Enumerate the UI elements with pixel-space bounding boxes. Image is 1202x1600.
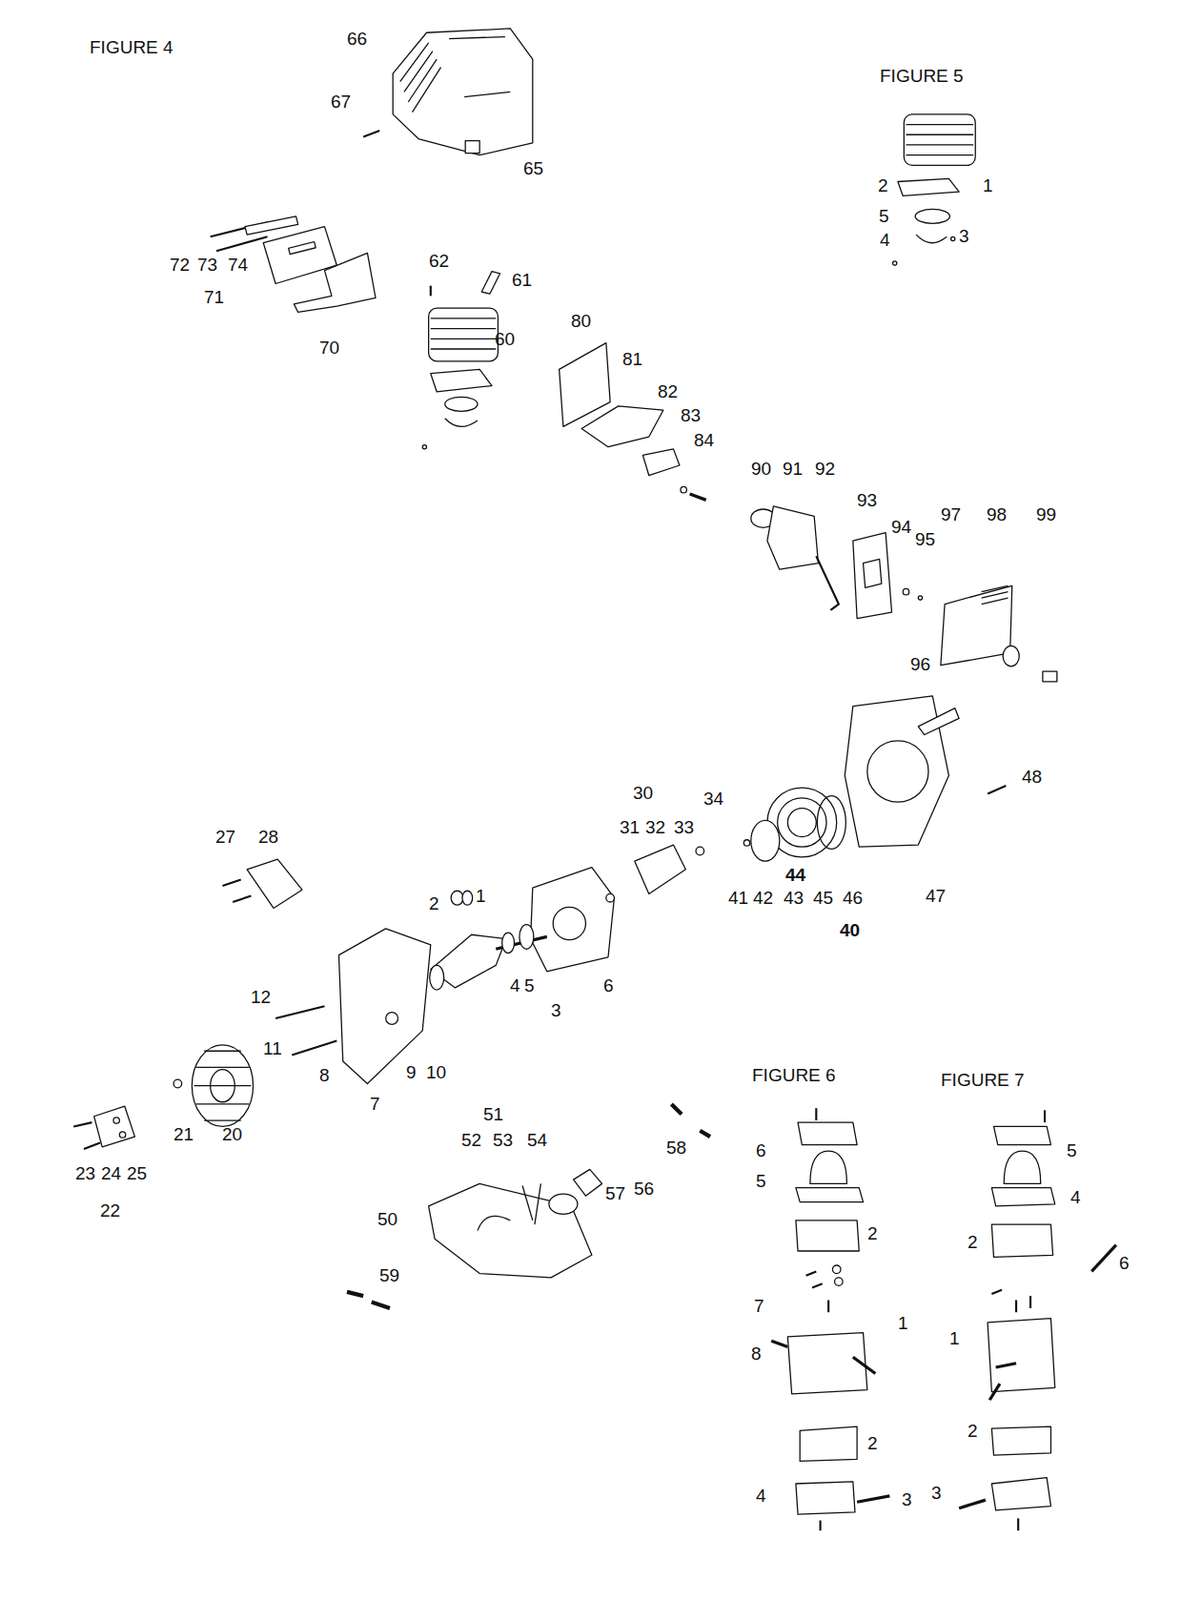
callout-label: 44 xyxy=(785,864,806,886)
callout-label: 4 xyxy=(1070,1186,1081,1208)
callout-label: 1 xyxy=(982,175,994,197)
callout-label: 72 xyxy=(169,254,190,276)
callout-label: 1 xyxy=(475,885,487,907)
callout-label: 46 xyxy=(842,887,863,909)
callout-label: 3 xyxy=(958,225,970,247)
callout-label: 93 xyxy=(856,489,877,511)
callout-label: 45 xyxy=(813,887,834,909)
callout-label: FIGURE 7 xyxy=(940,1069,1025,1091)
callout-label: 67 xyxy=(330,91,351,113)
callout-label: 32 xyxy=(645,816,666,838)
callout-label: FIGURE 5 xyxy=(879,65,964,87)
callout-label: 4 xyxy=(509,975,521,997)
callout-label: 5 xyxy=(755,1170,767,1192)
callout-label: 1 xyxy=(949,1327,960,1349)
callout-label: 84 xyxy=(693,429,714,451)
callout-label: 4 xyxy=(879,229,891,251)
callout-label: FIGURE 6 xyxy=(752,1064,836,1086)
callout-label: 70 xyxy=(319,337,340,359)
callout-label: 52 xyxy=(461,1129,482,1151)
callout-label: 3 xyxy=(931,1482,942,1504)
callout-label: 90 xyxy=(751,458,772,480)
callout-label: 62 xyxy=(428,250,449,272)
callout-label: 2 xyxy=(428,893,440,915)
callout-label: 61 xyxy=(511,269,532,291)
callout-label: 41 xyxy=(728,887,749,909)
callout-label: 11 xyxy=(263,1038,283,1060)
callout-label: 2 xyxy=(867,1432,878,1454)
callout-label: 92 xyxy=(814,458,836,480)
callout-label: 6 xyxy=(755,1140,767,1162)
callout-label: 94 xyxy=(891,516,912,538)
callout-label: 53 xyxy=(492,1129,513,1151)
callout-label: 27 xyxy=(215,826,236,848)
callout-label: 20 xyxy=(222,1123,243,1145)
callout-label: 5 xyxy=(1066,1140,1078,1162)
callout-label: 42 xyxy=(753,887,774,909)
callout-label: 60 xyxy=(494,328,515,350)
callout-label: 12 xyxy=(250,986,271,1008)
callout-label: 10 xyxy=(426,1061,447,1083)
callout-label: 54 xyxy=(527,1129,548,1151)
callout-label: 6 xyxy=(603,975,614,997)
callout-label: 28 xyxy=(258,826,279,848)
callout-label: 43 xyxy=(783,887,804,909)
callout-label: 1 xyxy=(897,1312,909,1334)
callout-label: 5 xyxy=(878,205,890,227)
callout-label: 51 xyxy=(483,1103,504,1125)
callout-label: 30 xyxy=(632,782,653,804)
callout-label: 98 xyxy=(986,504,1007,526)
callout-label: 31 xyxy=(619,816,640,838)
callout-label: 80 xyxy=(570,310,591,332)
callout-label: 8 xyxy=(751,1343,762,1365)
callout-label: 82 xyxy=(657,381,678,403)
callout-label: 2 xyxy=(867,1222,878,1244)
callout-label: 65 xyxy=(523,158,544,180)
callout-label: 57 xyxy=(605,1182,626,1204)
callout-label: 81 xyxy=(622,348,643,370)
callout-label: 95 xyxy=(915,529,936,551)
callout-label: 56 xyxy=(633,1178,654,1200)
callout-label: 33 xyxy=(673,816,694,838)
callout-label: FIGURE 4 xyxy=(89,37,174,59)
callout-label: 99 xyxy=(1036,504,1057,526)
callout-label: 2 xyxy=(967,1420,978,1442)
callout-label: 8 xyxy=(319,1064,330,1086)
callout-label: 47 xyxy=(925,885,946,907)
callout-label: 71 xyxy=(203,286,225,308)
callout-label: 25 xyxy=(126,1162,147,1184)
callout-label: 22 xyxy=(100,1200,121,1222)
callout-label: 66 xyxy=(346,28,367,50)
callout-label: 96 xyxy=(910,653,931,675)
callout-label: 48 xyxy=(1021,766,1042,788)
callout-label: 50 xyxy=(377,1208,398,1230)
callout-label: 74 xyxy=(227,254,248,276)
callout-label: 23 xyxy=(75,1162,96,1184)
callout-label: 4 xyxy=(755,1485,767,1507)
callout-label: 21 xyxy=(173,1123,194,1145)
callout-label: 83 xyxy=(680,405,701,427)
callout-label: 58 xyxy=(666,1137,687,1159)
callout-label: 9 xyxy=(406,1061,417,1083)
callout-label: 91 xyxy=(782,458,803,480)
callout-label: 3 xyxy=(550,999,562,1021)
callout-label: 7 xyxy=(369,1093,381,1115)
callout-label: 5 xyxy=(524,975,535,997)
callout-label: 24 xyxy=(101,1162,122,1184)
callout-label: 34 xyxy=(703,788,724,810)
callout-label: 73 xyxy=(197,254,218,276)
callout-label: 7 xyxy=(753,1295,765,1317)
callout-label: 97 xyxy=(940,504,961,526)
callout-label: 2 xyxy=(967,1231,978,1253)
callout-label: 6 xyxy=(1119,1252,1130,1274)
callout-label: 59 xyxy=(379,1264,400,1286)
callout-label: 40 xyxy=(839,919,860,941)
callout-label: 3 xyxy=(901,1488,913,1510)
callout-label: 2 xyxy=(877,175,889,197)
